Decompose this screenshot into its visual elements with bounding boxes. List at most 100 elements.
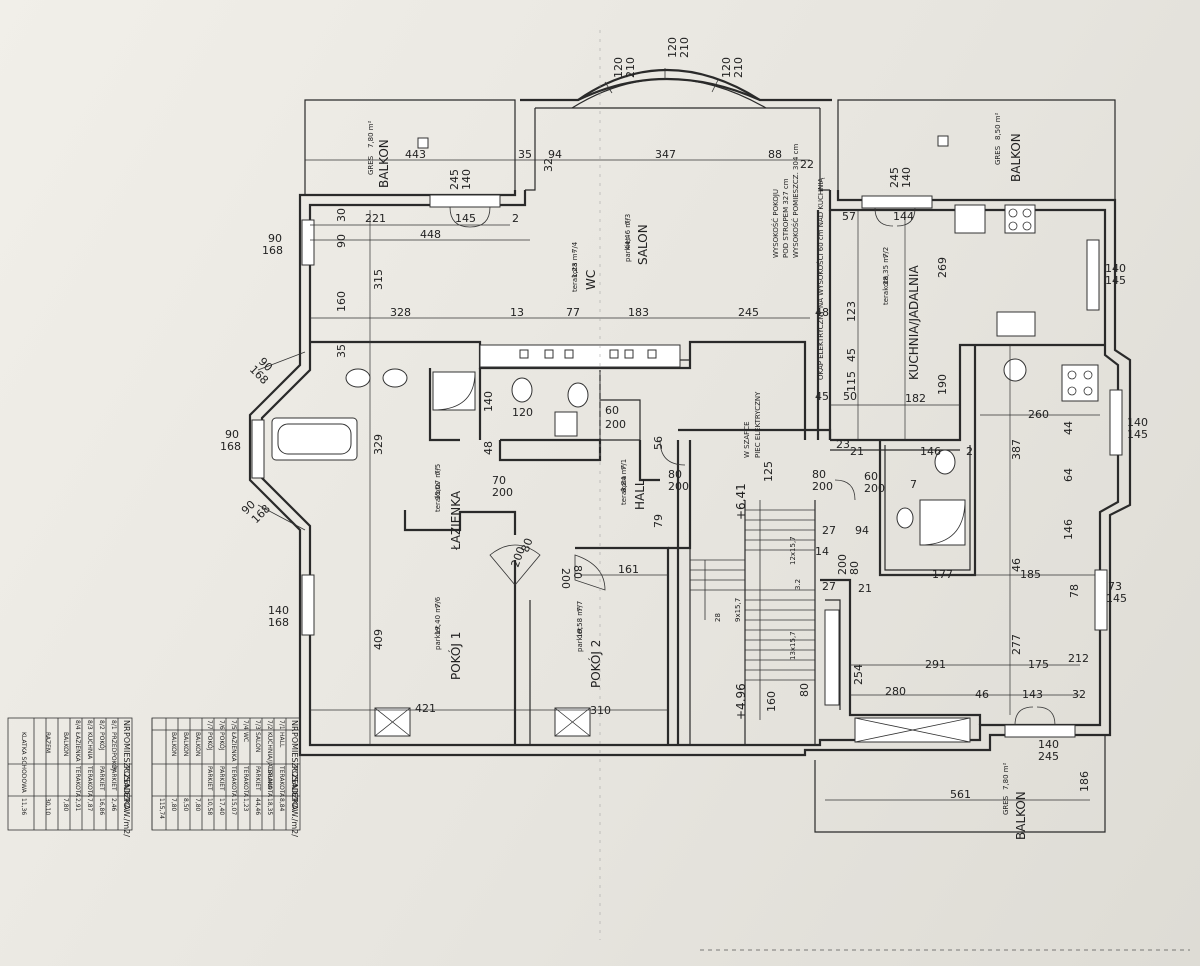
balcony-right-label: BALKON 8,50 m² GRES: [994, 112, 1023, 182]
svg-text:1,23 m²: 1,23 m²: [571, 250, 579, 278]
svg-text:35: 35: [518, 148, 532, 161]
balcony-left-outline: [304, 99, 516, 195]
svg-text:90: 90: [225, 428, 239, 441]
svg-text:120: 120: [612, 57, 625, 78]
svg-text:186: 186: [1078, 771, 1091, 792]
table-2-cell: 7,87: [86, 798, 93, 812]
table-2-cell: PRZEDPOKÓJ: [110, 732, 117, 771]
svg-text:7/2: 7/2: [882, 247, 890, 258]
room-pokoj1: 7/6 17,40 m² POKÓJ 1 parkiet: [434, 596, 463, 680]
room-kuchnia: 7/2 18,35 m² KUCHNIA/JADALNIA terakota O…: [816, 178, 921, 380]
svg-text:200: 200: [492, 486, 513, 499]
svg-text:175: 175: [1028, 658, 1049, 671]
svg-text:94: 94: [548, 148, 562, 161]
svg-text:23: 23: [836, 438, 850, 451]
table-2-cell: 7,80: [62, 798, 69, 812]
table-2-total-value: 11,36: [20, 798, 27, 815]
table-1-cell: 8,84: [278, 798, 285, 812]
balcony-left-label: BALKON 7,80 m² GRES: [367, 120, 391, 188]
room-table-1: NRPOMIESZCZENIEPOSADZKAPOW./m2/7/1HALLTE…: [151, 717, 301, 837]
table-1-header: POSADZKA: [290, 766, 299, 811]
table-2-sum-value: 30,10: [44, 798, 51, 815]
table-1-cell: 7,80: [194, 798, 201, 812]
svg-text:347: 347: [655, 148, 676, 161]
windows: [251, 194, 1123, 738]
svg-text:140: 140: [1038, 738, 1059, 751]
toilet-2: [567, 382, 589, 408]
table-2-cell: PARKIET: [110, 766, 117, 791]
svg-text:80: 80: [519, 536, 536, 554]
table-1-cell: PARKIET: [254, 766, 261, 791]
balcony-bottom-outline: [814, 735, 1106, 833]
svg-text:200: 200: [864, 482, 885, 495]
svg-text:140: 140: [482, 391, 495, 412]
table-1-header: NR: [290, 720, 299, 732]
table-2-header: POSADZKA: [122, 766, 131, 811]
svg-text:8,84 m²: 8,84 m²: [620, 464, 628, 492]
bay-window-arch: [520, 68, 832, 109]
svg-text:210: 210: [732, 57, 745, 78]
svg-text:60: 60: [605, 404, 619, 417]
svg-text:88: 88: [768, 148, 782, 161]
table-2-cell: TERAKOTA: [86, 765, 93, 798]
svg-text:168: 168: [262, 244, 283, 257]
svg-text:120: 120: [512, 406, 533, 419]
svg-text:parkiet: parkiet: [624, 237, 632, 262]
svg-text:9x15,7: 9x15,7: [734, 598, 742, 622]
table-2-cell: ŁAZIENKA: [74, 731, 81, 762]
svg-text:80: 80: [571, 565, 584, 579]
svg-text:168: 168: [220, 440, 241, 453]
svg-text:56: 56: [652, 436, 665, 450]
svg-text:144: 144: [893, 210, 914, 223]
svg-text:168: 168: [268, 616, 289, 629]
svg-text:143: 143: [1022, 688, 1043, 701]
svg-text:140: 140: [1105, 262, 1126, 275]
cooktop-2: [1061, 364, 1099, 402]
svg-text:parkiet: parkiet: [576, 627, 584, 652]
svg-text:70: 70: [492, 474, 506, 487]
table-1-cell: HALL: [278, 732, 285, 748]
table-1-cell: SALON: [254, 732, 261, 752]
table-1-cell: 7/6: [218, 720, 225, 730]
svg-text:161: 161: [618, 563, 639, 576]
table-1-cell: 17,40: [218, 798, 225, 815]
table-1-cell: BALKON: [194, 732, 201, 756]
svg-text:44: 44: [1062, 421, 1075, 435]
level-marks: +6.41 +4.96 12x15,7 13x15,7 3.2 9x15,7 2…: [714, 483, 802, 720]
wardrobe: [824, 609, 840, 706]
svg-text:GRES: GRES: [994, 145, 1002, 165]
svg-text:210: 210: [678, 37, 691, 58]
svg-text:48: 48: [815, 306, 829, 319]
svg-text:221: 221: [365, 212, 386, 225]
svg-text:21: 21: [858, 582, 872, 595]
svg-text:280: 280: [885, 685, 906, 698]
svg-text:78: 78: [1068, 584, 1081, 598]
svg-text:190: 190: [936, 374, 949, 395]
svg-text:200: 200: [509, 545, 528, 569]
svg-text:443: 443: [405, 148, 426, 161]
svg-text:WC: WC: [584, 270, 598, 290]
svg-text:90: 90: [335, 234, 348, 248]
fridge: [954, 204, 986, 234]
svg-text:210: 210: [624, 57, 637, 78]
piec-note: PIEC ELEKTRYCZNY W SZAFCE: [743, 391, 762, 458]
fixtures: [271, 204, 1099, 743]
svg-text:448: 448: [420, 228, 441, 241]
svg-text:125: 125: [762, 461, 775, 482]
svg-text:140: 140: [1127, 416, 1148, 429]
svg-text:GRES: GRES: [367, 155, 375, 175]
svg-text:200: 200: [812, 480, 833, 493]
svg-text:WYSOKOŚĆ POMIESZCZ. 304 cm: WYSOKOŚĆ POMIESZCZ. 304 cm: [791, 144, 800, 258]
svg-text:7/6: 7/6: [434, 596, 442, 608]
svg-text:+4.96: +4.96: [734, 683, 748, 720]
svg-text:328: 328: [390, 306, 411, 319]
svg-text:245: 245: [888, 167, 901, 188]
svg-text:145: 145: [455, 212, 476, 225]
svg-text:145: 145: [1127, 428, 1148, 441]
svg-text:KUCHNIA/JADALNIA: KUCHNIA/JADALNIA: [907, 265, 921, 380]
balcony-bottom-label: BALKON 7,80 m² GRES 561 186: [950, 762, 1091, 840]
svg-text:BALKON: BALKON: [377, 139, 391, 188]
svg-text:7/1: 7/1: [620, 459, 628, 470]
table-2-cell: 8/2: [98, 720, 105, 730]
